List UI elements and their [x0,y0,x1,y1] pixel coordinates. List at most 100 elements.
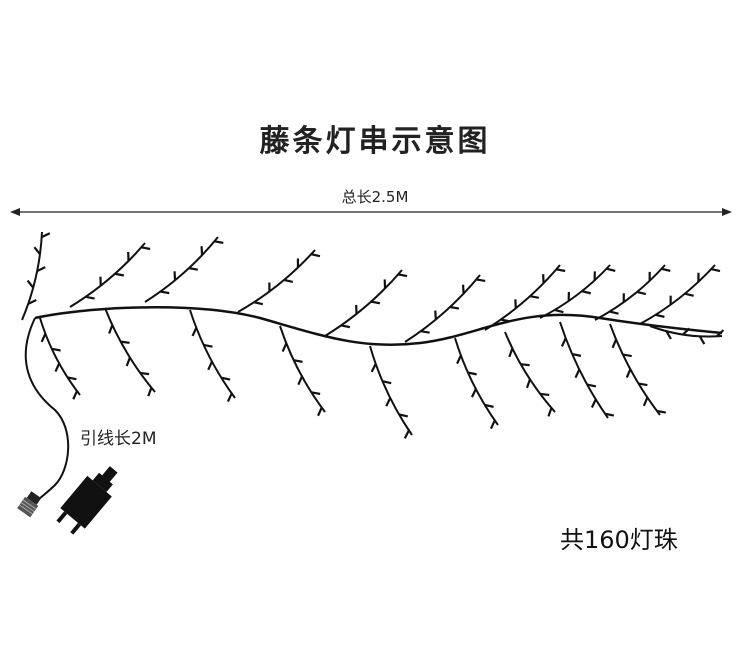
bulb-tick [26,279,35,289]
branch [594,264,666,321]
bulb-tick [684,292,694,297]
bulb-tick [661,267,671,272]
bulb-tick [226,392,233,403]
bulb-tick [461,284,465,294]
bulb-tick [656,409,667,414]
total-length-label: 总长2.5M [341,188,409,206]
bulb-tick [520,363,530,367]
bulb-tick [556,268,566,273]
bulb-tick [554,308,564,314]
bulb-tick [397,273,408,278]
branch [539,264,611,319]
bulb-tick [590,398,597,408]
branch [21,231,43,321]
bulb-tick [638,382,648,387]
bulb-tick [281,342,288,353]
bulb-tick [470,388,477,398]
bulb-tick [317,407,323,417]
bulb-tick [489,419,496,430]
bulb-tick [33,246,41,255]
bulb-tick [476,278,486,283]
branch [454,337,499,426]
bulb-tick [253,301,264,306]
bulb-tick [382,380,392,385]
bulb-tick [85,295,95,300]
bulb-tick [125,357,131,367]
bulb-tick [311,391,321,396]
branch [189,309,236,399]
bulb-tick [665,330,672,340]
bulb-tick [500,318,510,323]
total-length-arrow [10,208,732,216]
bulb-tick [574,369,581,379]
diagram-title: 藤条灯串示意图 [259,124,491,159]
bulb-tick [188,267,198,271]
lead-length-label: 引线长2M [80,429,157,449]
bulb-tick [449,305,460,310]
bulb-tick [72,390,78,400]
bulb-tick [36,266,46,273]
bulb-tick [525,378,532,389]
bulb-tick [120,340,130,344]
bulb-tick [41,232,51,239]
bulb-tick [398,413,409,418]
branch [649,325,723,338]
branch [104,307,156,393]
bulb-tick [636,290,647,296]
branch [559,321,609,419]
bulb-tick [604,412,615,417]
branch [369,345,413,436]
bulb-tick [293,359,303,363]
bulb-tick [403,429,410,439]
branch [504,331,556,413]
branch [609,323,661,416]
bulb-tick [297,376,303,386]
bulb-tick [711,267,721,273]
bulb-tick [221,376,231,381]
bulb-tick [581,290,591,295]
vine-branches [21,231,725,439]
bulb-tick [682,327,691,336]
branch [39,317,81,396]
bulb-tick [586,383,597,388]
bulb-tick [370,363,377,373]
bulb-tick [716,329,725,338]
bulb-tick [54,362,61,373]
bulb-tick [529,295,540,299]
bulb-tick [642,397,649,407]
bulb-tick [191,327,198,337]
branch [639,264,716,325]
branch [69,242,146,308]
bulb-tick [606,267,616,272]
bulb-count-label: 共160灯珠 [560,526,678,554]
bulb-tick [51,347,61,352]
bulb-tick [67,376,77,381]
bulb-tick [160,290,170,295]
bulb-tick [140,371,150,376]
bulb-tick [310,253,321,258]
bulb-tick [434,310,437,320]
branch [237,249,316,313]
bulb-tick [467,371,477,376]
controller-connector [17,491,42,518]
branch [279,325,326,413]
bulb-tick [547,407,553,417]
bulb-tick [173,271,177,281]
bulb-tick [141,246,151,251]
lead-wire [24,317,70,501]
bulb-tick [370,300,381,305]
bulb-tick [698,335,706,345]
bulb-tick [611,339,618,349]
bulb-tick [40,333,47,343]
bulb-tick [283,278,294,284]
branch [484,264,561,331]
bulb-tick [540,392,550,397]
branch [324,269,403,337]
bulb-tick [385,397,392,407]
branch [404,274,481,343]
bulb-tick [571,352,582,357]
bulb-tick [609,310,619,315]
bulb-tick [200,246,204,256]
bulb-tick [340,324,351,329]
